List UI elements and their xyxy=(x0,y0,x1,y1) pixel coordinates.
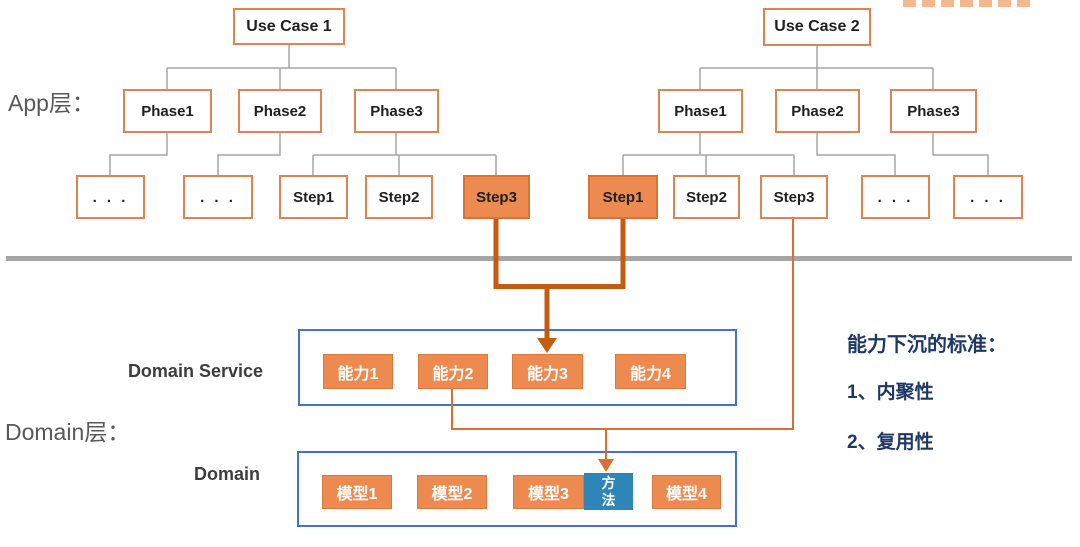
domain-service-label: Domain Service xyxy=(127,361,263,381)
domain-label: Domain xyxy=(193,464,260,484)
tree1-ellipsis-box-2: . . . xyxy=(183,175,253,219)
model-box-2: 模型2 xyxy=(417,475,487,509)
tree2-ellipsis-box-2: . . . xyxy=(953,175,1023,219)
tree1-step2-box: Step2 xyxy=(365,175,433,219)
criteria-item-2: 2、复用性 xyxy=(847,432,934,453)
model-box-1: 模型1 xyxy=(322,475,392,509)
method-box-label: 方法 xyxy=(601,475,616,508)
tree1-ellipsis-box-1: . . . xyxy=(76,175,145,219)
method-box: 方法 xyxy=(584,473,633,510)
criteria-item-1: 1、内聚性 xyxy=(847,382,934,403)
watermark-cropped xyxy=(903,0,1035,7)
capability-box-3: 能力3 xyxy=(512,354,583,389)
app-layer-label: App层： xyxy=(8,90,95,116)
thick-flow-lines xyxy=(493,219,626,340)
tree2-ellipsis-box-1: . . . xyxy=(861,175,930,219)
tree1-phase1-box: Phase1 xyxy=(123,89,212,133)
capability-box-4: 能力4 xyxy=(615,354,686,389)
tree1-phase2-box: Phase2 xyxy=(238,89,322,133)
tree2-phase3-box: Phase3 xyxy=(890,89,977,133)
tree2-phase2-box: Phase2 xyxy=(775,89,860,133)
model-box-4: 模型4 xyxy=(652,475,721,509)
criteria-title: 能力下沉的标准： xyxy=(847,334,1007,356)
tree2-step1-box-highlighted: Step1 xyxy=(588,175,658,219)
capability-box-1: 能力1 xyxy=(323,354,393,389)
model-box-3: 模型3 xyxy=(513,475,584,509)
tree2-phase1-box: Phase1 xyxy=(658,89,743,133)
tree1-step3-box-highlighted: Step3 xyxy=(463,175,530,219)
tree2-step2-box: Step2 xyxy=(673,175,740,219)
use-case-2-box: Use Case 2 xyxy=(763,8,871,46)
domain-container xyxy=(297,451,737,527)
domain-layer-label: Domain层： xyxy=(5,419,131,445)
use-case-1-box: Use Case 1 xyxy=(233,8,345,45)
tree1-phase3-box: Phase3 xyxy=(354,89,439,133)
tree2-step3-box: Step3 xyxy=(760,175,828,219)
tree1-step1-box: Step1 xyxy=(279,175,348,219)
capability-box-2: 能力2 xyxy=(418,354,488,389)
layer-divider-line xyxy=(6,256,1072,261)
